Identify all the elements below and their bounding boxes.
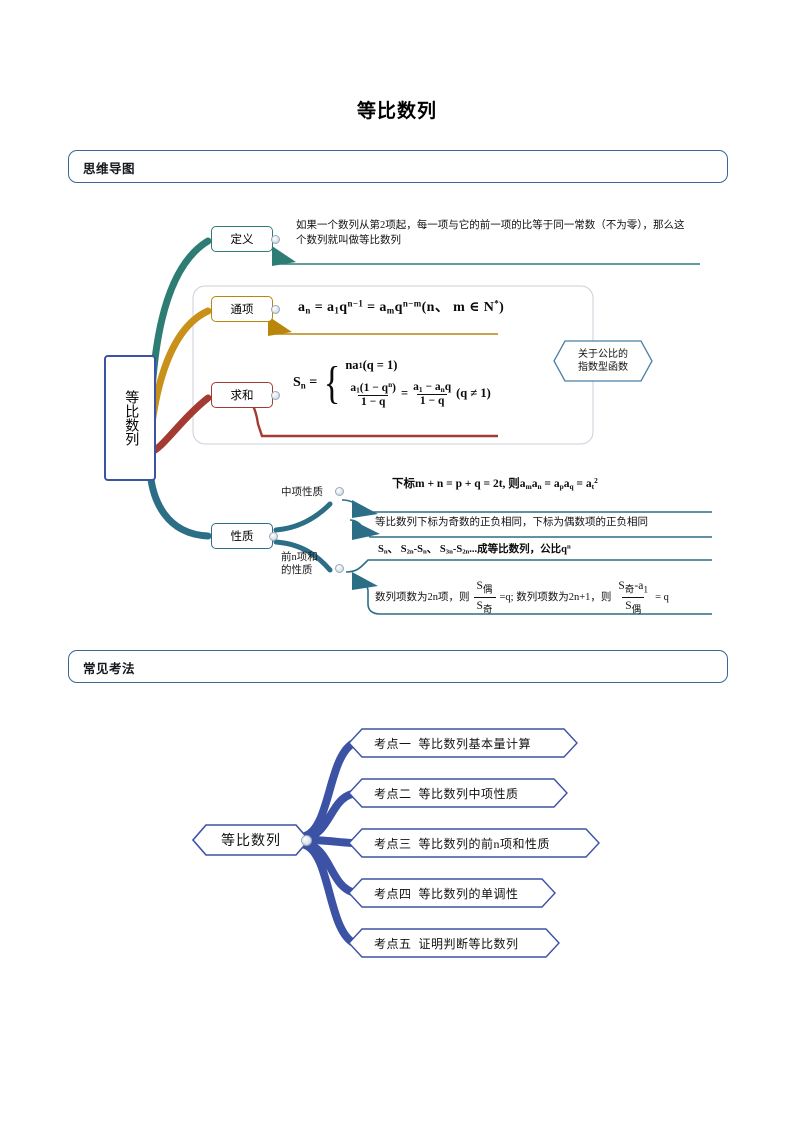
general-term-formula: an = a1qn−1 = amqn−m(n、 m ∈ N*)	[298, 298, 505, 316]
mid-term-property-line-1: 下标m + n = p + q = 2t, 则aman = apaq = at2	[392, 476, 598, 491]
mindmap-node-sum-property-label-line2: 的性质	[281, 565, 313, 577]
mindmap-node-properties-label: 性质	[230, 531, 254, 543]
connector-dot-properties	[269, 532, 278, 541]
definition-text: 如果一个数列从第2项起，每一项与它的前一项的比等于同一常数（不为零），那么这个数…	[296, 220, 685, 247]
connector-dot-exam-root	[301, 835, 312, 846]
mindmap-node-mid-term-property-label: 中项性质	[281, 487, 323, 498]
connector-dot-sum	[271, 391, 280, 400]
exam-item-5[interactable]: 考点五 证明判断等比数列	[348, 928, 560, 958]
exam-item-1[interactable]: 考点一 等比数列基本量计算	[348, 728, 578, 758]
mindmap-node-general-term-label: 通项	[230, 304, 254, 316]
page-title: 等比数列	[356, 101, 437, 122]
mindmap-node-definition-label: 定义	[230, 234, 254, 246]
callout-line-2: 指数型函数	[578, 362, 628, 373]
section-header-mindmap: 思维导图	[68, 150, 728, 183]
mindmap-node-mid-term-property[interactable]: 中项性质	[281, 486, 323, 499]
mindmap-node-sum[interactable]: 求和	[211, 382, 273, 408]
exam-root-label: 等比数列	[221, 834, 281, 849]
exam-item-2-label: 考点二 等比数列中项性质	[374, 786, 519, 801]
connector-dot-general-term	[271, 305, 280, 314]
exam-item-2[interactable]: 考点二 等比数列中项性质	[348, 778, 568, 808]
mindmap-node-definition[interactable]: 定义	[211, 226, 273, 252]
sum-property-line-1: Sn、 S2n-Sn、 S3n-S2n...成等比数列，公比qn	[378, 543, 571, 556]
exam-root-node[interactable]: 等比数列	[192, 824, 310, 856]
callout-exponential-function: 关于公比的 指数型函数	[553, 340, 653, 382]
exam-item-4[interactable]: 考点四 等比数列的单调性	[348, 878, 556, 908]
sum-formula-case-2: a1(1 − qn) 1 − q = a1 − anq 1 − q (q ≠ 1…	[350, 380, 491, 408]
section-header-mindmap-label: 思维导图	[83, 162, 136, 176]
section-header-exam: 常见考法	[68, 650, 728, 683]
mindmap-root-label: 等比数列	[123, 390, 139, 446]
exam-item-1-label: 考点一 等比数列基本量计算	[374, 736, 532, 751]
exam-item-3-label: 考点三 等比数列的前n项和性质	[374, 836, 551, 851]
section-header-exam-label: 常见考法	[83, 662, 136, 676]
mindmap-node-sum-property-label-line1: 前n项和	[281, 552, 318, 563]
mindmap-node-sum-label: 求和	[230, 390, 254, 402]
exam-item-3[interactable]: 考点三 等比数列的前n项和性质	[348, 828, 600, 858]
mid-term-property-line-2: 等比数列下标为奇数的正负相同，下标为偶数项的正负相同	[375, 517, 648, 528]
mindmap-node-properties[interactable]: 性质	[211, 523, 273, 549]
callout-line-1: 关于公比的	[578, 348, 628, 360]
connector-dot-definition	[271, 235, 280, 244]
connector-dot-mid-term	[335, 487, 344, 496]
exam-item-4-label: 考点四 等比数列的单调性	[374, 886, 519, 901]
mindmap-node-sum-property[interactable]: 前n项和 的性质	[281, 551, 318, 577]
connector-dot-sum-property	[335, 564, 344, 573]
mindmap-root-node[interactable]: 等比数列	[104, 355, 156, 481]
exam-item-5-label: 考点五 证明判断等比数列	[374, 936, 519, 951]
mindmap-node-general-term[interactable]: 通项	[211, 296, 273, 322]
